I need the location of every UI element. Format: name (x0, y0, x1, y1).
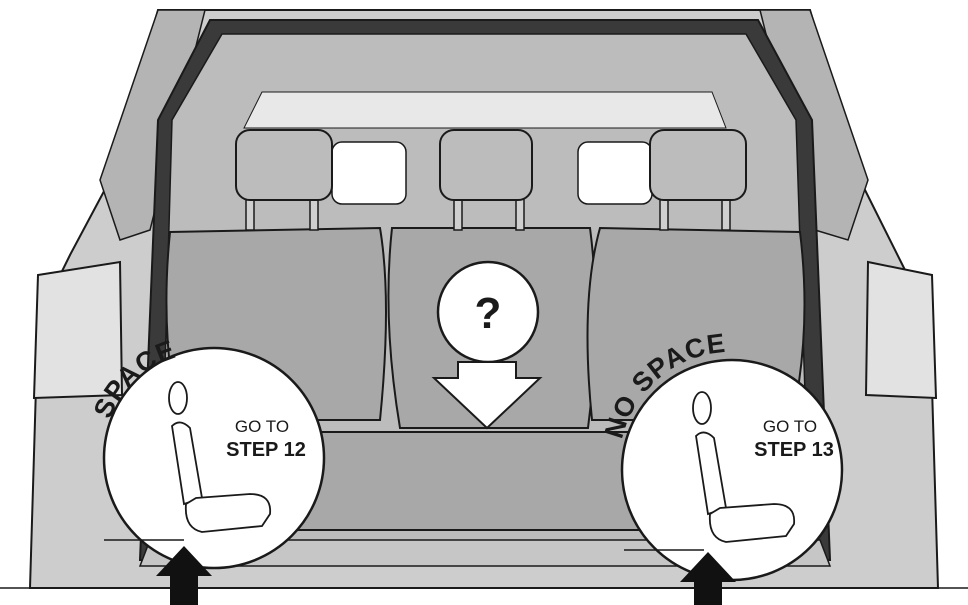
up-arrow-icon (680, 552, 736, 605)
right-goto-label: GO TO (763, 417, 817, 436)
down-arrow-icon (431, 361, 543, 430)
up-arrow-icon (156, 546, 212, 605)
left-step-label: STEP 12 (226, 439, 306, 461)
question-badge: ? (436, 260, 540, 364)
seat-icon (692, 391, 796, 543)
right-step-label: STEP 13 (754, 439, 834, 461)
left-goto-label: GO TO (235, 417, 289, 436)
option-no-space: NO SPACE GO TO STEP 13 (599, 328, 844, 582)
question-mark: ? (475, 289, 502, 338)
seat-icon (168, 381, 272, 533)
